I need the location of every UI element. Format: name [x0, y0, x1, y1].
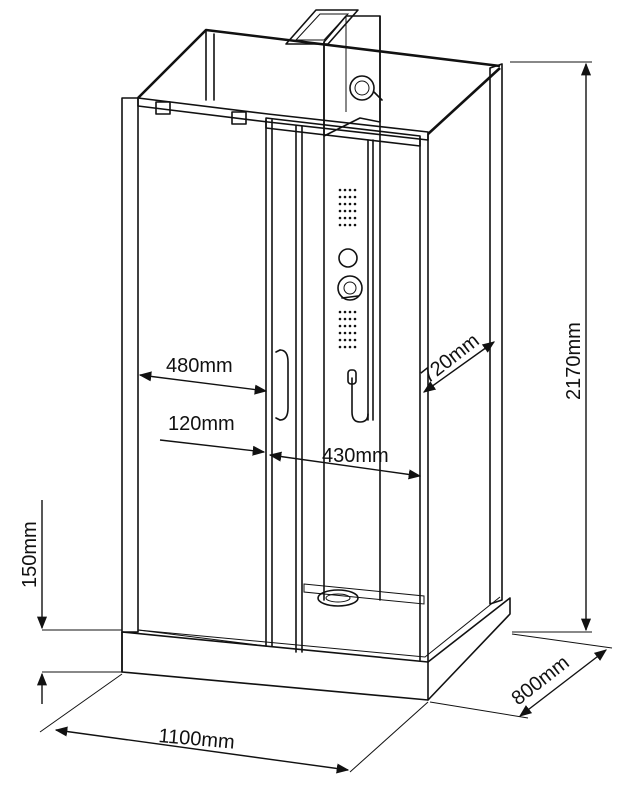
jet-dot	[353, 324, 357, 328]
jet-dot	[353, 310, 357, 314]
jet-dot	[348, 209, 352, 213]
jet-dot	[338, 345, 342, 349]
jet-dot	[343, 188, 347, 192]
jet-dot	[353, 317, 357, 321]
jet-dot	[353, 331, 357, 335]
jet-dot	[338, 331, 342, 335]
jet-dot	[348, 202, 352, 206]
jet-dot	[338, 195, 342, 199]
control-knob	[338, 248, 358, 268]
jet-dot	[343, 345, 347, 349]
jet-dot	[338, 209, 342, 213]
label-door-width: 480mm	[166, 355, 233, 377]
jet-dot	[353, 209, 357, 213]
jet-dot	[348, 331, 352, 335]
label-door-offset: 120mm	[168, 413, 235, 435]
jet-dot	[343, 216, 347, 220]
jet-dot	[348, 345, 352, 349]
jet-dot	[353, 223, 357, 227]
jet-dot	[343, 331, 347, 335]
jet-dot	[343, 202, 347, 206]
jet-dot	[348, 188, 352, 192]
jet-dot	[348, 338, 352, 342]
jet-dot	[348, 216, 352, 220]
jet-dot	[343, 209, 347, 213]
jet-dot	[343, 310, 347, 314]
label-total-height: 2170mm	[563, 322, 585, 400]
body-jets-lower	[338, 310, 357, 349]
jet-dot	[353, 345, 357, 349]
shower-tray	[121, 596, 511, 701]
jet-dot	[338, 310, 342, 314]
jet-dot	[353, 202, 357, 206]
jet-dot	[338, 338, 342, 342]
jet-dot	[338, 223, 342, 227]
jet-dot	[343, 223, 347, 227]
label-total-depth: 800mm	[508, 652, 574, 710]
label-tray-height: 150mm	[19, 521, 41, 588]
sliding-door	[137, 119, 303, 653]
jet-dot	[338, 324, 342, 328]
door-handle	[275, 349, 289, 421]
jet-dot	[353, 338, 357, 342]
jet-dot	[343, 195, 347, 199]
mixer-knob	[337, 275, 363, 301]
floor-drain	[303, 583, 425, 607]
jet-dot	[343, 338, 347, 342]
jet-dot	[338, 202, 342, 206]
jet-dot	[338, 188, 342, 192]
jet-dot	[353, 188, 357, 192]
cabin-frame	[121, 28, 503, 663]
jet-dot	[338, 216, 342, 220]
jet-dot	[338, 317, 342, 321]
jet-dot	[343, 317, 347, 321]
jet-dot	[348, 324, 352, 328]
jet-dot	[353, 216, 357, 220]
jet-dot	[348, 223, 352, 227]
jet-dot	[348, 195, 352, 199]
jet-dot	[343, 324, 347, 328]
jet-dot	[348, 310, 352, 314]
label-total-width: 1100mm	[158, 725, 236, 754]
jet-dot	[353, 195, 357, 199]
label-panel-width: 430mm	[322, 445, 389, 467]
body-jets-upper	[338, 188, 357, 227]
shower-column	[285, 9, 383, 601]
dimension-lines	[36, 61, 613, 774]
jet-dot	[348, 317, 352, 321]
